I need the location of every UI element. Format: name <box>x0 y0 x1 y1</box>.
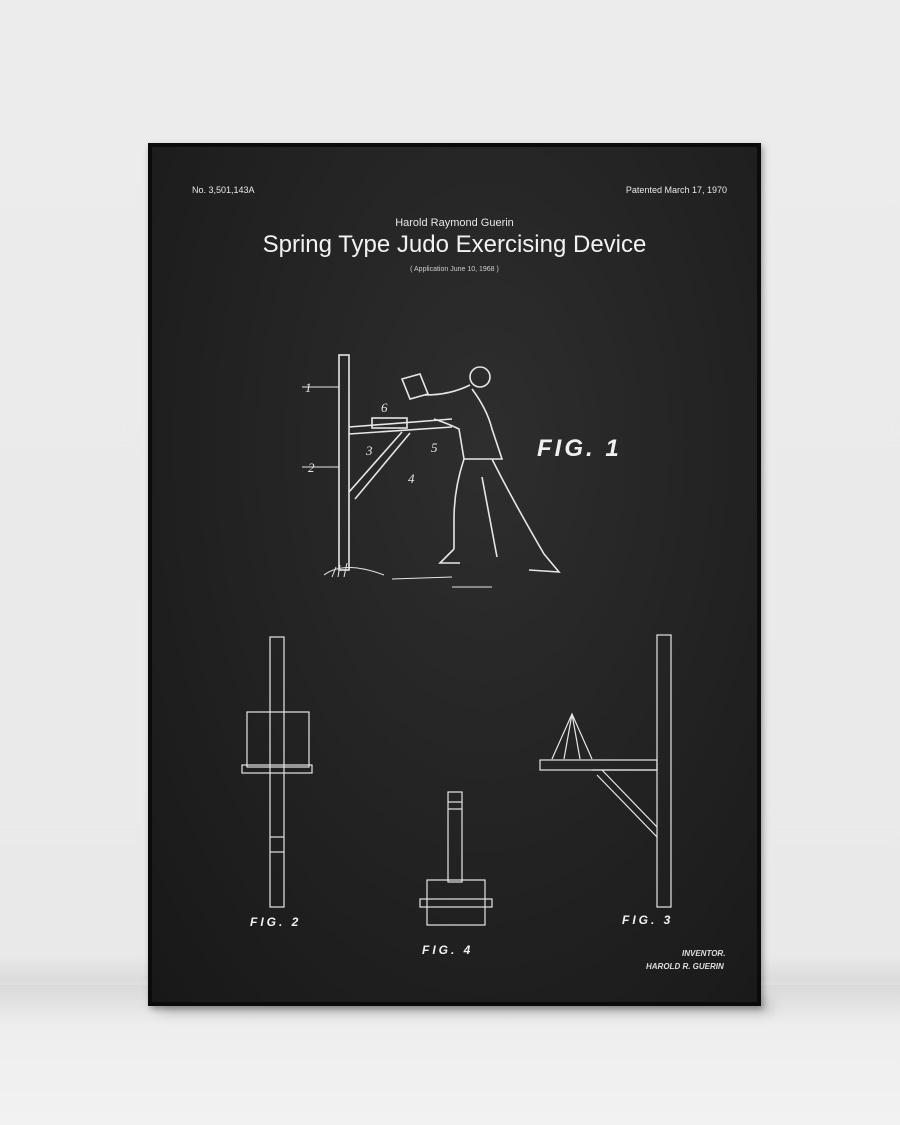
fig2-drawing <box>241 636 313 908</box>
inventor-signature: HAROLD R. GUERIN <box>646 962 724 971</box>
patent-poster-frame: No. 3,501,143A Patented March 17, 1970 H… <box>148 143 761 1006</box>
patent-date: Patented March 17, 1970 <box>625 185 727 195</box>
fig3-drawing <box>539 634 672 908</box>
floor <box>0 985 900 1125</box>
inventor-label: INVENTOR. <box>682 949 726 958</box>
fig4-drawing <box>419 791 493 926</box>
part-number-2: 2 <box>308 460 315 475</box>
fig4-label: FIG. 4 <box>422 943 474 957</box>
part-number-6: 6 <box>381 400 388 415</box>
fig3-label: FIG. 3 <box>622 913 674 927</box>
part-number-3: 3 <box>365 443 373 458</box>
application-date: ( Application June 10, 1968 ) <box>410 266 499 273</box>
part-number-4: 4 <box>408 471 415 486</box>
patent-number: No. 3,501,143A <box>192 185 255 195</box>
patent-drawings: 1 2 3 4 5 6 <box>241 354 672 926</box>
fig1-label: FIG. 1 <box>537 435 622 462</box>
part-number-1: 1 <box>305 380 312 395</box>
poster-title: Spring Type Judo Exercising Device <box>262 231 647 258</box>
inventor-name: Harold Raymond Guerin <box>395 217 514 229</box>
fig1-drawing <box>302 354 561 588</box>
fig2-label: FIG. 2 <box>250 915 302 929</box>
part-number-5: 5 <box>431 440 438 455</box>
